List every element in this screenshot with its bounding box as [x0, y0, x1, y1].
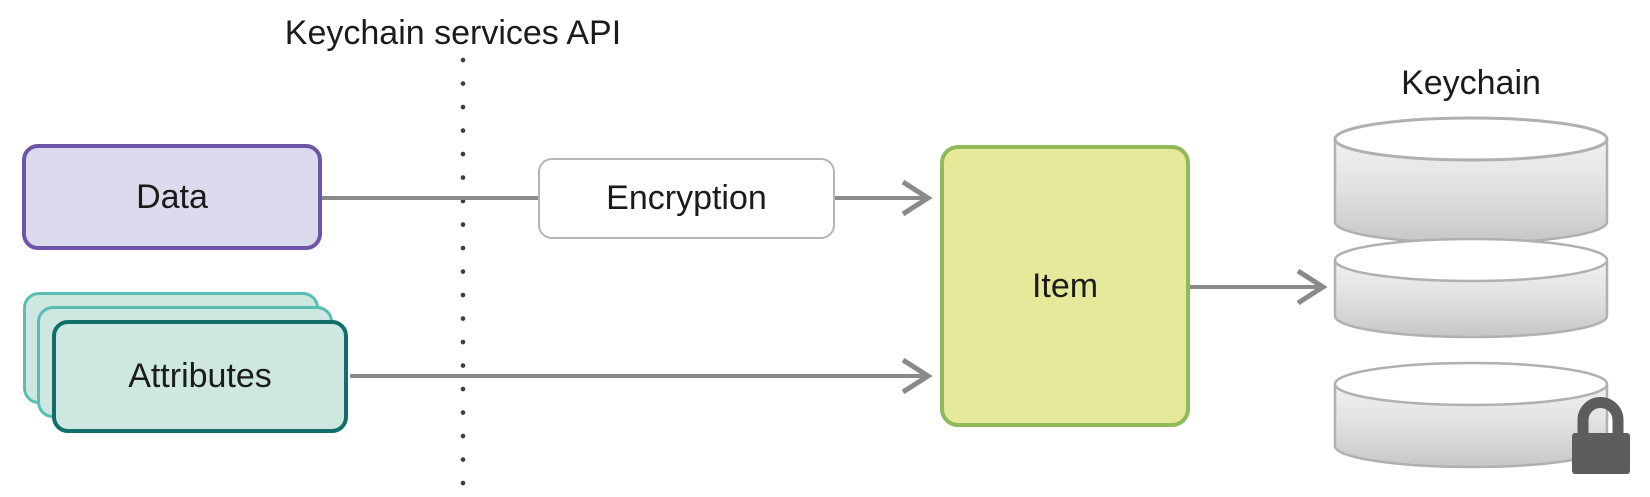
lock-icon: [1572, 397, 1630, 474]
arrowhead-into-item-bottom: [901, 357, 933, 395]
node-encryption: Encryption: [538, 158, 835, 239]
node-attributes-label: Attributes: [128, 357, 272, 395]
diagram-title: Keychain services API: [284, 14, 622, 52]
node-item-label: Item: [1031, 266, 1099, 305]
node-item: Item: [940, 145, 1190, 427]
arrowhead-into-keychain: [1296, 268, 1328, 306]
database-cylinder-icon: [1333, 116, 1609, 469]
connector-lines: [322, 179, 1328, 395]
arrowhead-into-item-top: [901, 179, 933, 217]
node-data: Data: [22, 144, 322, 250]
keychain-store-label: Keychain: [1401, 64, 1541, 102]
node-attributes: Attributes: [52, 320, 348, 433]
node-encryption-label: Encryption: [606, 179, 767, 217]
node-data-label: Data: [136, 177, 208, 216]
